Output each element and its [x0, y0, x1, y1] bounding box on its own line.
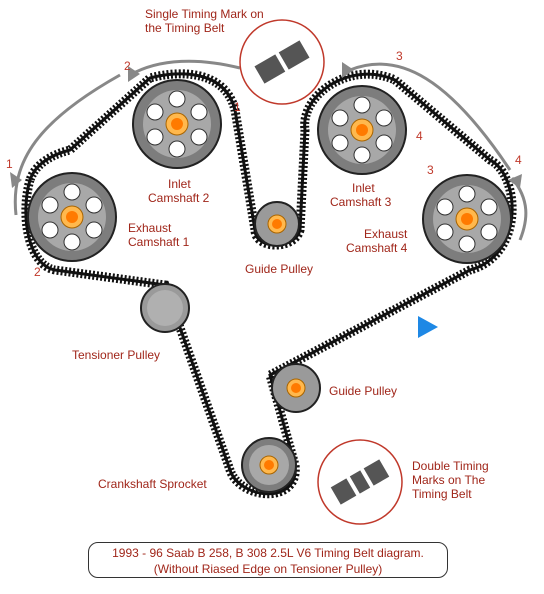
single-mark-label-line2: the Timing Belt — [145, 21, 225, 35]
diagram-caption: 1993 - 96 Saab B 258, B 308 2.5L V6 Timi… — [88, 542, 448, 578]
single-mark-label-line1: Single Timing Mark on — [145, 7, 264, 21]
belt-direction-arrow — [418, 316, 438, 338]
inlet-camshaft-3-label-line2: Camshaft 3 — [330, 195, 392, 209]
double-mark-label-line2: Marks on The — [412, 473, 485, 487]
inlet-camshaft-3-label-line1: Inlet — [352, 181, 375, 195]
double-mark-label-line3: Timing Belt — [412, 487, 472, 501]
caption-line1: 1993 - 96 Saab B 258, B 308 2.5L V6 Timi… — [112, 546, 424, 560]
timing-belt — [21, 69, 517, 499]
exhaust-camshaft-1-label-line1: Exhaust — [128, 221, 172, 235]
exhaust-camshaft-1-label-line2: Camshaft 1 — [128, 235, 190, 249]
timing-number-2-top: 2 — [124, 59, 131, 73]
crankshaft-sprocket — [241, 437, 297, 493]
tensioner-pulley-label: Tensioner Pulley — [72, 348, 160, 362]
double-timing-mark-callout — [317, 439, 403, 525]
timing-number-4-right: 4 — [515, 153, 522, 167]
rotation-arrowheads — [10, 62, 522, 188]
exhaust-camshaft-4-label-line2: Camshaft 4 — [346, 241, 408, 255]
inlet-camshaft-2-sprocket — [132, 79, 222, 169]
double-mark-label-line1: Double Timing — [412, 459, 489, 473]
upper-guide-pulley — [254, 201, 300, 247]
single-timing-mark-callout — [239, 19, 325, 105]
exhaust-camshaft-4-label-line1: Exhaust — [364, 227, 408, 241]
timing-number-3-exhaust: 3 — [427, 163, 434, 177]
inlet-camshaft-2-label-line1: Inlet — [168, 177, 191, 191]
timing-number-1-inlet: 1 — [234, 100, 241, 114]
upper-guide-pulley-label: Guide Pulley — [245, 262, 313, 276]
exhaust-camshaft-1-sprocket — [27, 172, 117, 262]
inlet-camshaft-3-sprocket — [317, 85, 407, 175]
tensioner-pulley — [140, 283, 190, 333]
timing-number-1-left: 1 — [6, 157, 13, 171]
crankshaft-sprocket-label: Crankshaft Sprocket — [98, 477, 207, 491]
lower-guide-pulley — [271, 363, 321, 413]
timing-number-4-inlet: 4 — [416, 129, 423, 143]
exhaust-camshaft-4-sprocket — [422, 174, 512, 264]
inlet-camshaft-2-label-line2: Camshaft 2 — [148, 191, 210, 205]
lower-guide-pulley-label: Guide Pulley — [329, 384, 397, 398]
timing-number-2-exhaust: 2 — [34, 265, 41, 279]
caption-line2: (Without Riased Edge on Tensioner Pulley… — [153, 562, 383, 576]
timing-number-3-top: 3 — [396, 49, 403, 63]
